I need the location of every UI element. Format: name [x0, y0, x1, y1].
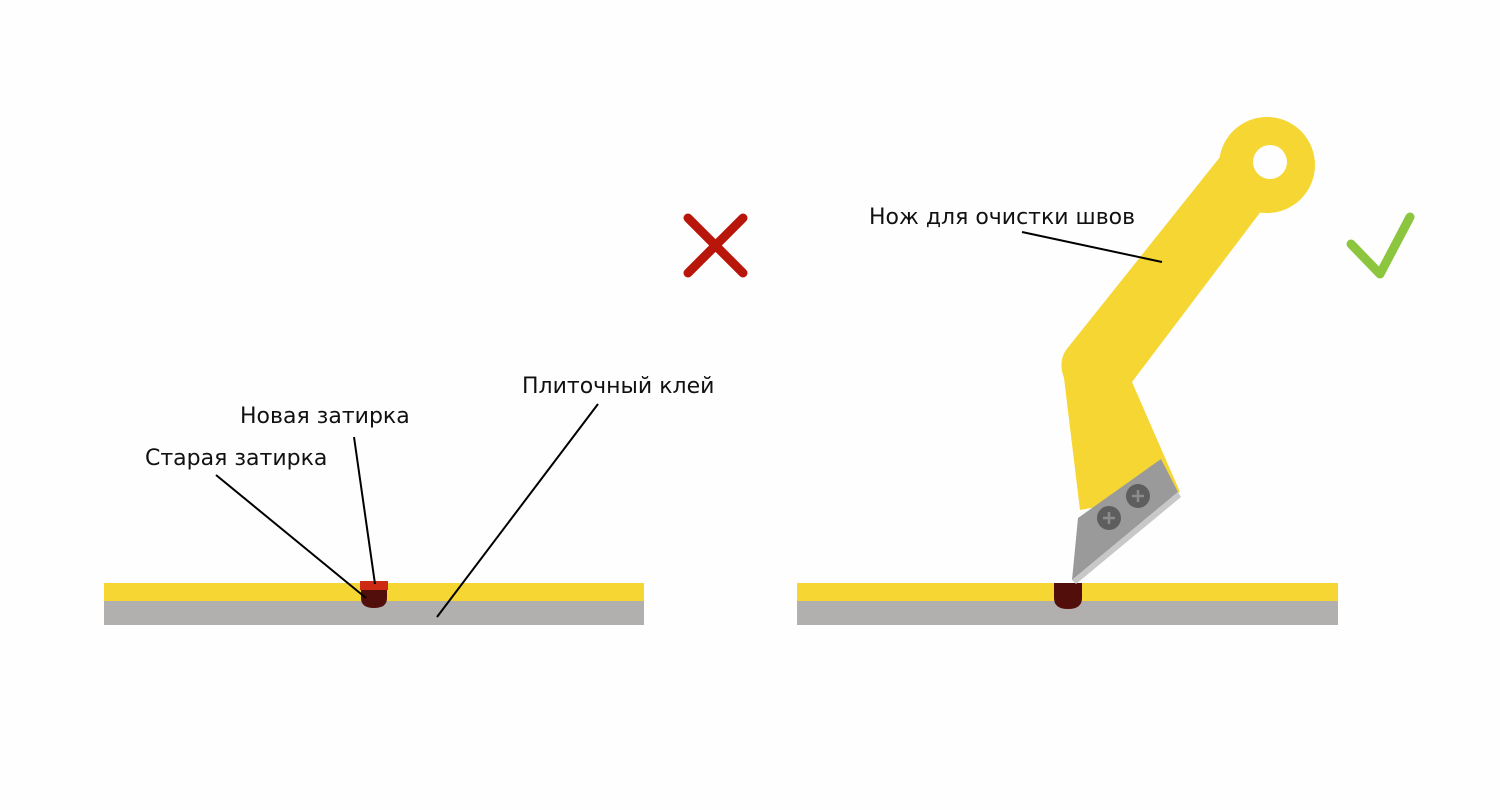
label-old-grout: Старая затирка [145, 446, 328, 471]
label-new-grout: Новая затирка [240, 404, 410, 429]
label-joint-knife: Нож для очистки швов [869, 205, 1136, 230]
leader-tile-adhesive [436, 403, 599, 618]
right-old-grout [1054, 583, 1082, 609]
screw-icon [1097, 506, 1121, 530]
knife-blade [1072, 459, 1178, 580]
leader-joint-knife [1021, 231, 1163, 263]
right-panel [797, 583, 1338, 625]
knife-blade-edge [1072, 492, 1181, 584]
check-icon [1346, 212, 1415, 279]
left-panel [104, 403, 644, 625]
screw-icon [1126, 484, 1150, 508]
knife-hang-hole [1253, 145, 1287, 179]
leader-old-grout [215, 474, 367, 599]
cross-icon [683, 213, 748, 278]
knife-handle [1061, 142, 1262, 510]
label-tile-adhesive: Плиточный клей [522, 374, 715, 399]
left-new-grout [360, 581, 388, 590]
left-old-grout [361, 589, 387, 608]
joint-knife [1021, 117, 1315, 584]
leader-new-grout [353, 436, 376, 585]
